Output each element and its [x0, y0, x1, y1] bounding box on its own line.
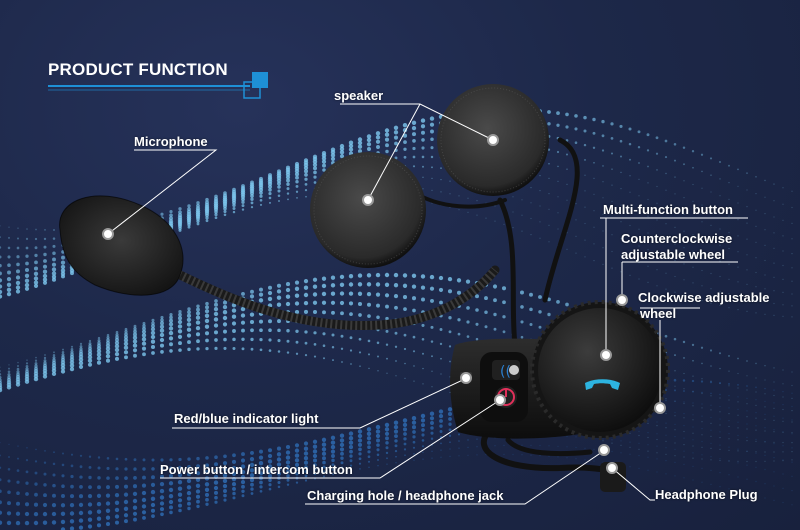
- label-microphone: Microphone: [134, 134, 208, 149]
- microphone-foam: [59, 195, 184, 296]
- label-headphone-plug: Headphone Plug: [655, 487, 758, 502]
- label-indicator-light: Red/blue indicator light: [174, 411, 319, 426]
- callout-markers: [102, 134, 666, 474]
- label-multi-function-button: Multi-function button: [603, 202, 733, 217]
- label-charging-hole: Charging hole / headphone jack: [307, 488, 504, 503]
- intercom-unit: ((: [450, 300, 670, 492]
- title-decoration: [48, 72, 268, 99]
- label-power-button: Power button / intercom button: [160, 462, 353, 477]
- phone-handset-icon: [585, 379, 620, 390]
- label-ccw-wheel-line2: adjustable wheel: [621, 247, 726, 262]
- label-ccw-wheel-line1: Counterclockwise: [621, 231, 733, 246]
- label-cw-wheel-line1: Clockwise adjustable: [638, 290, 770, 305]
- page-title: PRODUCT FUNCTION: [48, 60, 228, 79]
- svg-text:((: ((: [500, 364, 511, 380]
- speaker-left: [310, 152, 426, 268]
- label-cw-wheel-line2: wheel: [640, 306, 677, 321]
- callout-lines: [107, 103, 748, 505]
- label-speaker: speaker: [334, 88, 384, 103]
